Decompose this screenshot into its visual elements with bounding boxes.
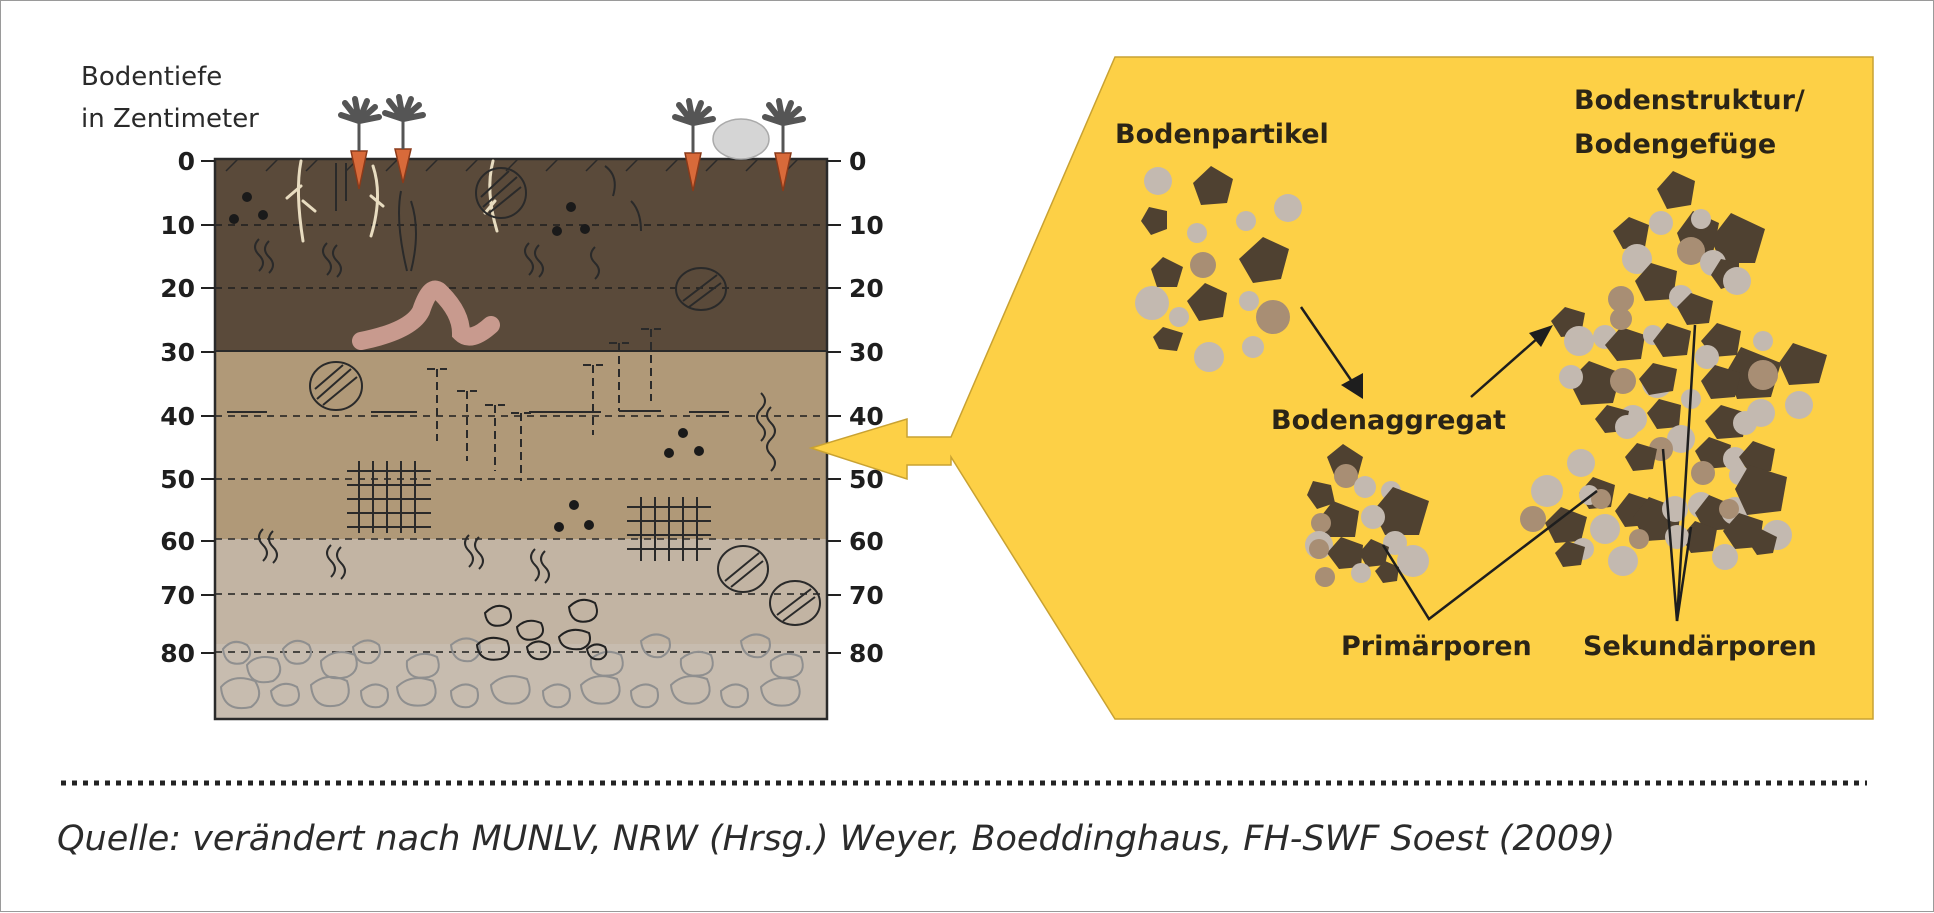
depth-tick-left-20: 20 xyxy=(160,274,195,303)
gravel-stones xyxy=(219,633,804,709)
aggregate-cluster xyxy=(1305,444,1429,587)
topsoil-layer xyxy=(215,159,827,351)
carrot-plant-2 xyxy=(382,94,426,184)
label-sekundaerporen: Sekundärporen xyxy=(1583,631,1817,662)
label-bodenaggregat: Bodenaggregat xyxy=(1271,405,1506,436)
callout-panel xyxy=(808,56,1874,720)
roots xyxy=(285,159,499,243)
depth-tick-left-80: 80 xyxy=(160,639,195,668)
dots-subsoil xyxy=(554,428,704,532)
depth-tick-left-10: 10 xyxy=(160,211,195,240)
depth-tick-left-30: 30 xyxy=(160,338,195,367)
arrows xyxy=(1299,306,1697,622)
loose-particles xyxy=(1135,166,1302,372)
stone-on-surface xyxy=(712,118,770,160)
arrow-aggregate-to-structure xyxy=(1470,336,1540,398)
depth-tick-right-0: 0 xyxy=(849,147,866,176)
depth-tick-right-60: 60 xyxy=(849,527,884,556)
root-lines-dark xyxy=(335,163,642,272)
pointer-primaerporen xyxy=(1381,490,1598,621)
carrot-plant-1 xyxy=(338,96,382,190)
depth-tick-right-20: 20 xyxy=(849,274,884,303)
depth-tick-left-40: 40 xyxy=(160,402,195,431)
carrot-plant-3 xyxy=(672,98,716,192)
structure-panel: Bodenpartikel Bodenstruktur/ Bodengefüge… xyxy=(808,56,1874,720)
depth-tick-right-80: 80 xyxy=(849,639,884,668)
depth-tick-right-10: 10 xyxy=(849,211,884,240)
label-primaerporen: Primärporen xyxy=(1341,631,1532,662)
lower-layer xyxy=(215,539,827,644)
surface-hatch xyxy=(225,158,799,172)
label-bodenpartikel: Bodenpartikel xyxy=(1115,119,1329,150)
source-citation: Quelle: verändert nach MUNLV, NRW (Hrsg.… xyxy=(57,819,1615,859)
earthworm xyxy=(352,280,500,350)
structure-cluster xyxy=(1520,171,1827,576)
wavy-marks xyxy=(254,238,776,584)
label-bodenstruktur-line1: Bodenstruktur/ xyxy=(1574,85,1805,116)
depth-tick-left-0: 0 xyxy=(178,147,195,176)
dots-topsoil xyxy=(229,192,590,236)
depth-tick-right-30: 30 xyxy=(849,338,884,367)
depth-tick-left-70: 70 xyxy=(160,581,195,610)
mesh-marks xyxy=(347,461,711,561)
axis-title-line2: in Zentimeter xyxy=(81,104,259,134)
hatched-clods xyxy=(309,167,821,626)
depth-tick-left-60: 60 xyxy=(160,527,195,556)
gravel-stones-dark xyxy=(475,598,608,661)
profile-frame xyxy=(213,157,829,721)
depth-tick-right-40: 40 xyxy=(849,402,884,431)
carrot-plant-4 xyxy=(762,98,806,192)
axis-title-line1: Bodentiefe xyxy=(81,62,222,92)
label-bodenstruktur-line2: Bodengefüge xyxy=(1574,129,1776,160)
subsoil-marks xyxy=(227,328,729,481)
depth-tick-left-50: 50 xyxy=(160,465,195,494)
arrow-particles-to-aggregate xyxy=(1299,306,1355,384)
depth-tick-right-70: 70 xyxy=(849,581,884,610)
